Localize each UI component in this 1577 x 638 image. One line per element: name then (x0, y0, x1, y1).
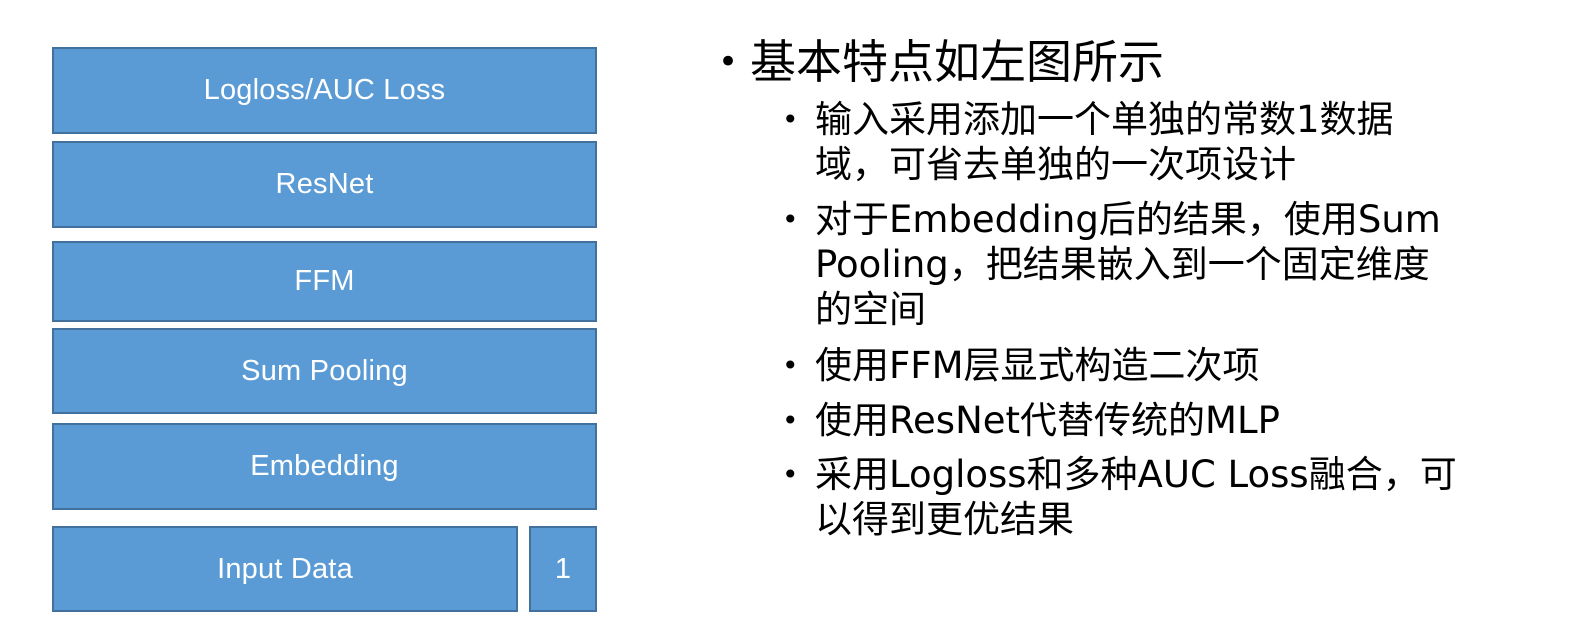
layer-logloss-auc-loss: Logloss/AUC Loss (52, 47, 597, 134)
sub-bullet-text: 使用FFM层显式构造二次项 (815, 344, 1260, 387)
bullet-dot-icon: • (782, 404, 799, 437)
layer-sum-pooling: Sum Pooling (52, 328, 597, 414)
bullet-dot-icon: • (782, 349, 799, 382)
constant-one-block: 1 (529, 526, 597, 612)
bullet-dot-icon: • (718, 42, 739, 82)
layer-label: FFM (294, 265, 355, 297)
bullet-dot-icon: • (782, 458, 799, 491)
sub-bullet-text: 对于Embedding后的结果，使用Sum Pooling，把结果嵌入到一个固定… (815, 198, 1441, 331)
input-label: Input Data (217, 552, 353, 585)
bullet-dot-icon: • (782, 103, 799, 136)
architecture-diagram: Logloss/AUC Loss ResNet FFM Sum Pooling … (0, 0, 640, 638)
layer-ffm: FFM (52, 241, 597, 322)
heading-bullet: • 基本特点如左图所示 (718, 34, 1164, 90)
sub-bullet-text: 输入采用添加一个单独的常数1数据 域，可省去单独的一次项设计 (815, 98, 1394, 186)
sub-bullet: • 采用Logloss和多种AUC Loss融合，可 以得到更优结果 (782, 452, 1542, 542)
layer-label: Embedding (250, 450, 399, 482)
layer-label: Sum Pooling (241, 354, 408, 387)
sub-bullet-text: 采用Logloss和多种AUC Loss融合，可 以得到更优结果 (815, 453, 1457, 541)
bullet-dot-icon: • (782, 203, 799, 236)
layer-label: Logloss/AUC Loss (203, 74, 446, 106)
sub-bullet-text: 使用ResNet代替传统的MLP (815, 399, 1280, 442)
input-data-block: Input Data (52, 526, 518, 612)
sub-bullet: • 对于Embedding后的结果，使用Sum Pooling，把结果嵌入到一个… (782, 197, 1542, 332)
constant-label: 1 (554, 552, 572, 585)
sub-bullet: • 输入采用添加一个单独的常数1数据 域，可省去单独的一次项设计 (782, 97, 1542, 187)
layer-resnet: ResNet (52, 141, 597, 228)
sub-bullet: • 使用FFM层显式构造二次项 (782, 343, 1542, 388)
layer-label: ResNet (275, 168, 374, 200)
heading-text: 基本特点如左图所示 (750, 35, 1164, 89)
layer-embedding: Embedding (52, 423, 597, 510)
sub-bullet: • 使用ResNet代替传统的MLP (782, 398, 1542, 443)
